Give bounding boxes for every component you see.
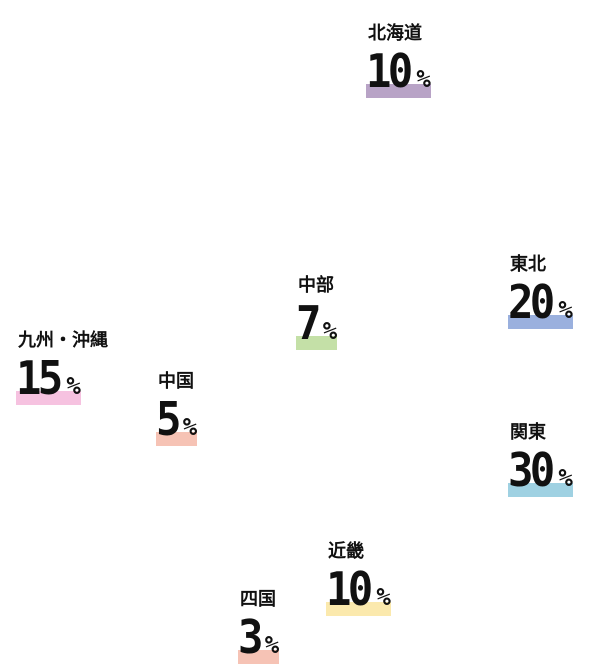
value-highlight xyxy=(326,602,391,616)
region-value: 10% xyxy=(326,562,391,616)
value-highlight xyxy=(508,315,573,329)
region-value: 15% xyxy=(16,351,81,405)
value-number: 3 xyxy=(238,610,263,664)
region-name: 中国 xyxy=(158,371,194,392)
region-name: 九州・沖縄 xyxy=(18,330,108,351)
region-value: 3% xyxy=(238,610,280,664)
region-value: 20% xyxy=(508,275,573,329)
region-value: 30% xyxy=(508,443,573,497)
region-chubu: 中部 7% xyxy=(296,275,338,350)
region-value: 7% xyxy=(296,296,338,350)
value-unit: % xyxy=(416,65,431,93)
value-number: 15 xyxy=(16,351,63,405)
region-kanto: 関東 30% xyxy=(508,422,573,497)
region-hokkaido: 北海道 10% xyxy=(366,23,431,98)
value-highlight xyxy=(238,650,280,664)
region-name: 中部 xyxy=(298,275,334,296)
value-highlight xyxy=(296,336,338,350)
value-highlight xyxy=(508,483,573,497)
value-highlight xyxy=(16,391,81,405)
region-kinki: 近畿 10% xyxy=(326,541,391,616)
region-name: 関東 xyxy=(510,422,546,443)
value-unit: % xyxy=(376,583,391,611)
region-tohoku: 東北 20% xyxy=(508,254,573,329)
region-chugoku: 中国 5% xyxy=(156,371,198,446)
value-unit: % xyxy=(264,631,280,659)
value-unit: % xyxy=(558,296,573,324)
region-name: 四国 xyxy=(240,589,276,610)
value-number: 5 xyxy=(156,392,181,446)
value-unit: % xyxy=(322,317,338,345)
region-value: 10% xyxy=(366,44,431,98)
region-name: 北海道 xyxy=(368,23,422,44)
value-number: 30 xyxy=(508,443,555,497)
value-highlight xyxy=(366,84,431,98)
value-unit: % xyxy=(558,464,573,492)
region-name: 東北 xyxy=(510,254,546,275)
value-highlight xyxy=(156,432,198,446)
region-name: 近畿 xyxy=(328,541,364,562)
region-kyushu-okinawa: 九州・沖縄 15% xyxy=(16,330,108,405)
value-unit: % xyxy=(66,372,81,400)
value-unit: % xyxy=(182,413,198,441)
value-number: 20 xyxy=(508,275,555,329)
value-number: 7 xyxy=(296,296,321,350)
value-number: 10 xyxy=(366,44,413,98)
region-shikoku: 四国 3% xyxy=(238,589,280,664)
value-number: 10 xyxy=(326,562,373,616)
region-value: 5% xyxy=(156,392,198,446)
